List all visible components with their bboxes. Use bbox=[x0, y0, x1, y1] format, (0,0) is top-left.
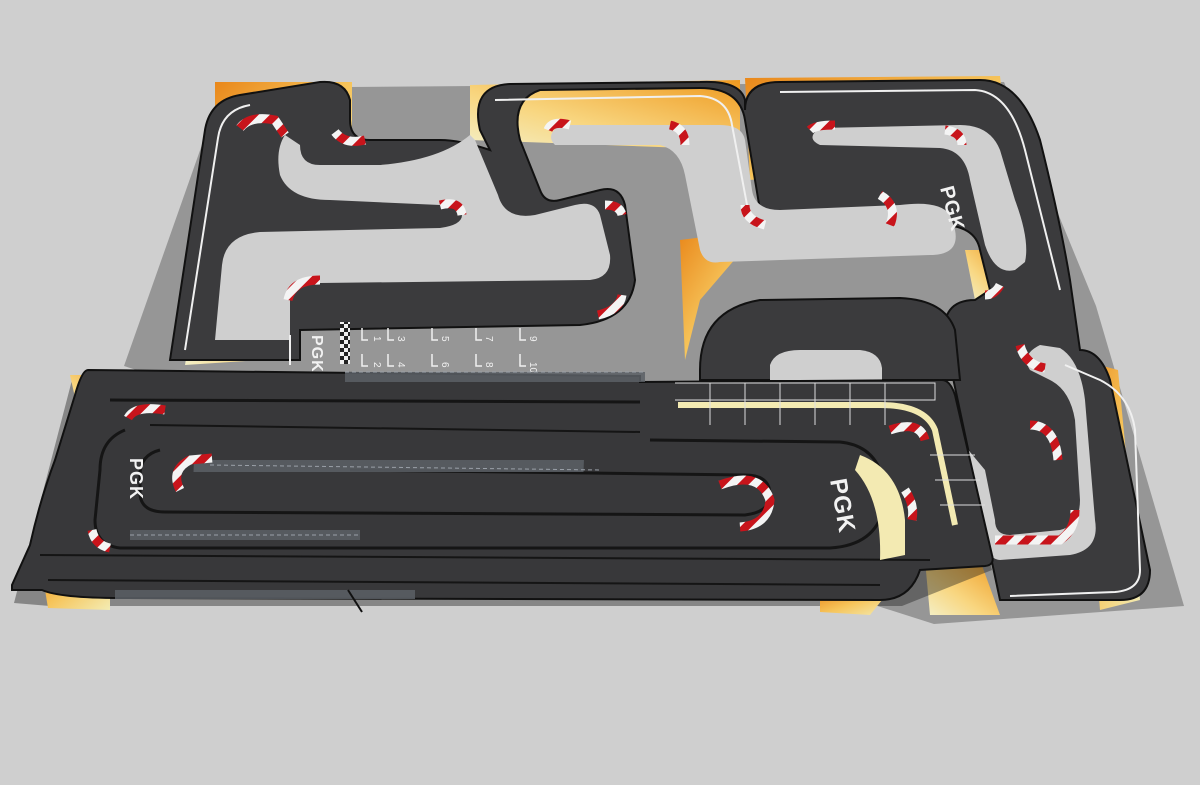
pit-lane bbox=[675, 382, 985, 526]
infield bbox=[960, 345, 1096, 560]
bridge-ramp bbox=[115, 371, 645, 613]
grid-position-number: 9 bbox=[527, 336, 538, 342]
grid-position-number: 6 bbox=[439, 362, 450, 368]
infield bbox=[215, 135, 611, 340]
runoff-area bbox=[680, 230, 760, 360]
infield bbox=[812, 125, 1027, 271]
runoff-area bbox=[925, 560, 1000, 615]
curb bbox=[87, 404, 930, 553]
grid-position-number: 1 bbox=[371, 336, 382, 342]
grid-position-number: 10 bbox=[527, 362, 538, 374]
grid-position-number: 2 bbox=[371, 362, 382, 368]
grid-position-number: 8 bbox=[483, 362, 494, 368]
grid-position-number: 4 bbox=[395, 362, 406, 368]
finish-line bbox=[340, 322, 350, 364]
pgk-logo: PGK bbox=[308, 335, 325, 373]
starting-grid: 1 2 3 4 5 6 7 8 9 10 bbox=[361, 328, 538, 374]
grid-position-number: 5 bbox=[439, 336, 450, 342]
grid-position-number: 3 bbox=[395, 336, 406, 342]
pgk-logo: PGK bbox=[126, 458, 146, 500]
lower-track-platform: PGK PGK bbox=[11, 368, 994, 615]
grid-position-number: 7 bbox=[483, 336, 494, 342]
infield bbox=[551, 125, 956, 263]
